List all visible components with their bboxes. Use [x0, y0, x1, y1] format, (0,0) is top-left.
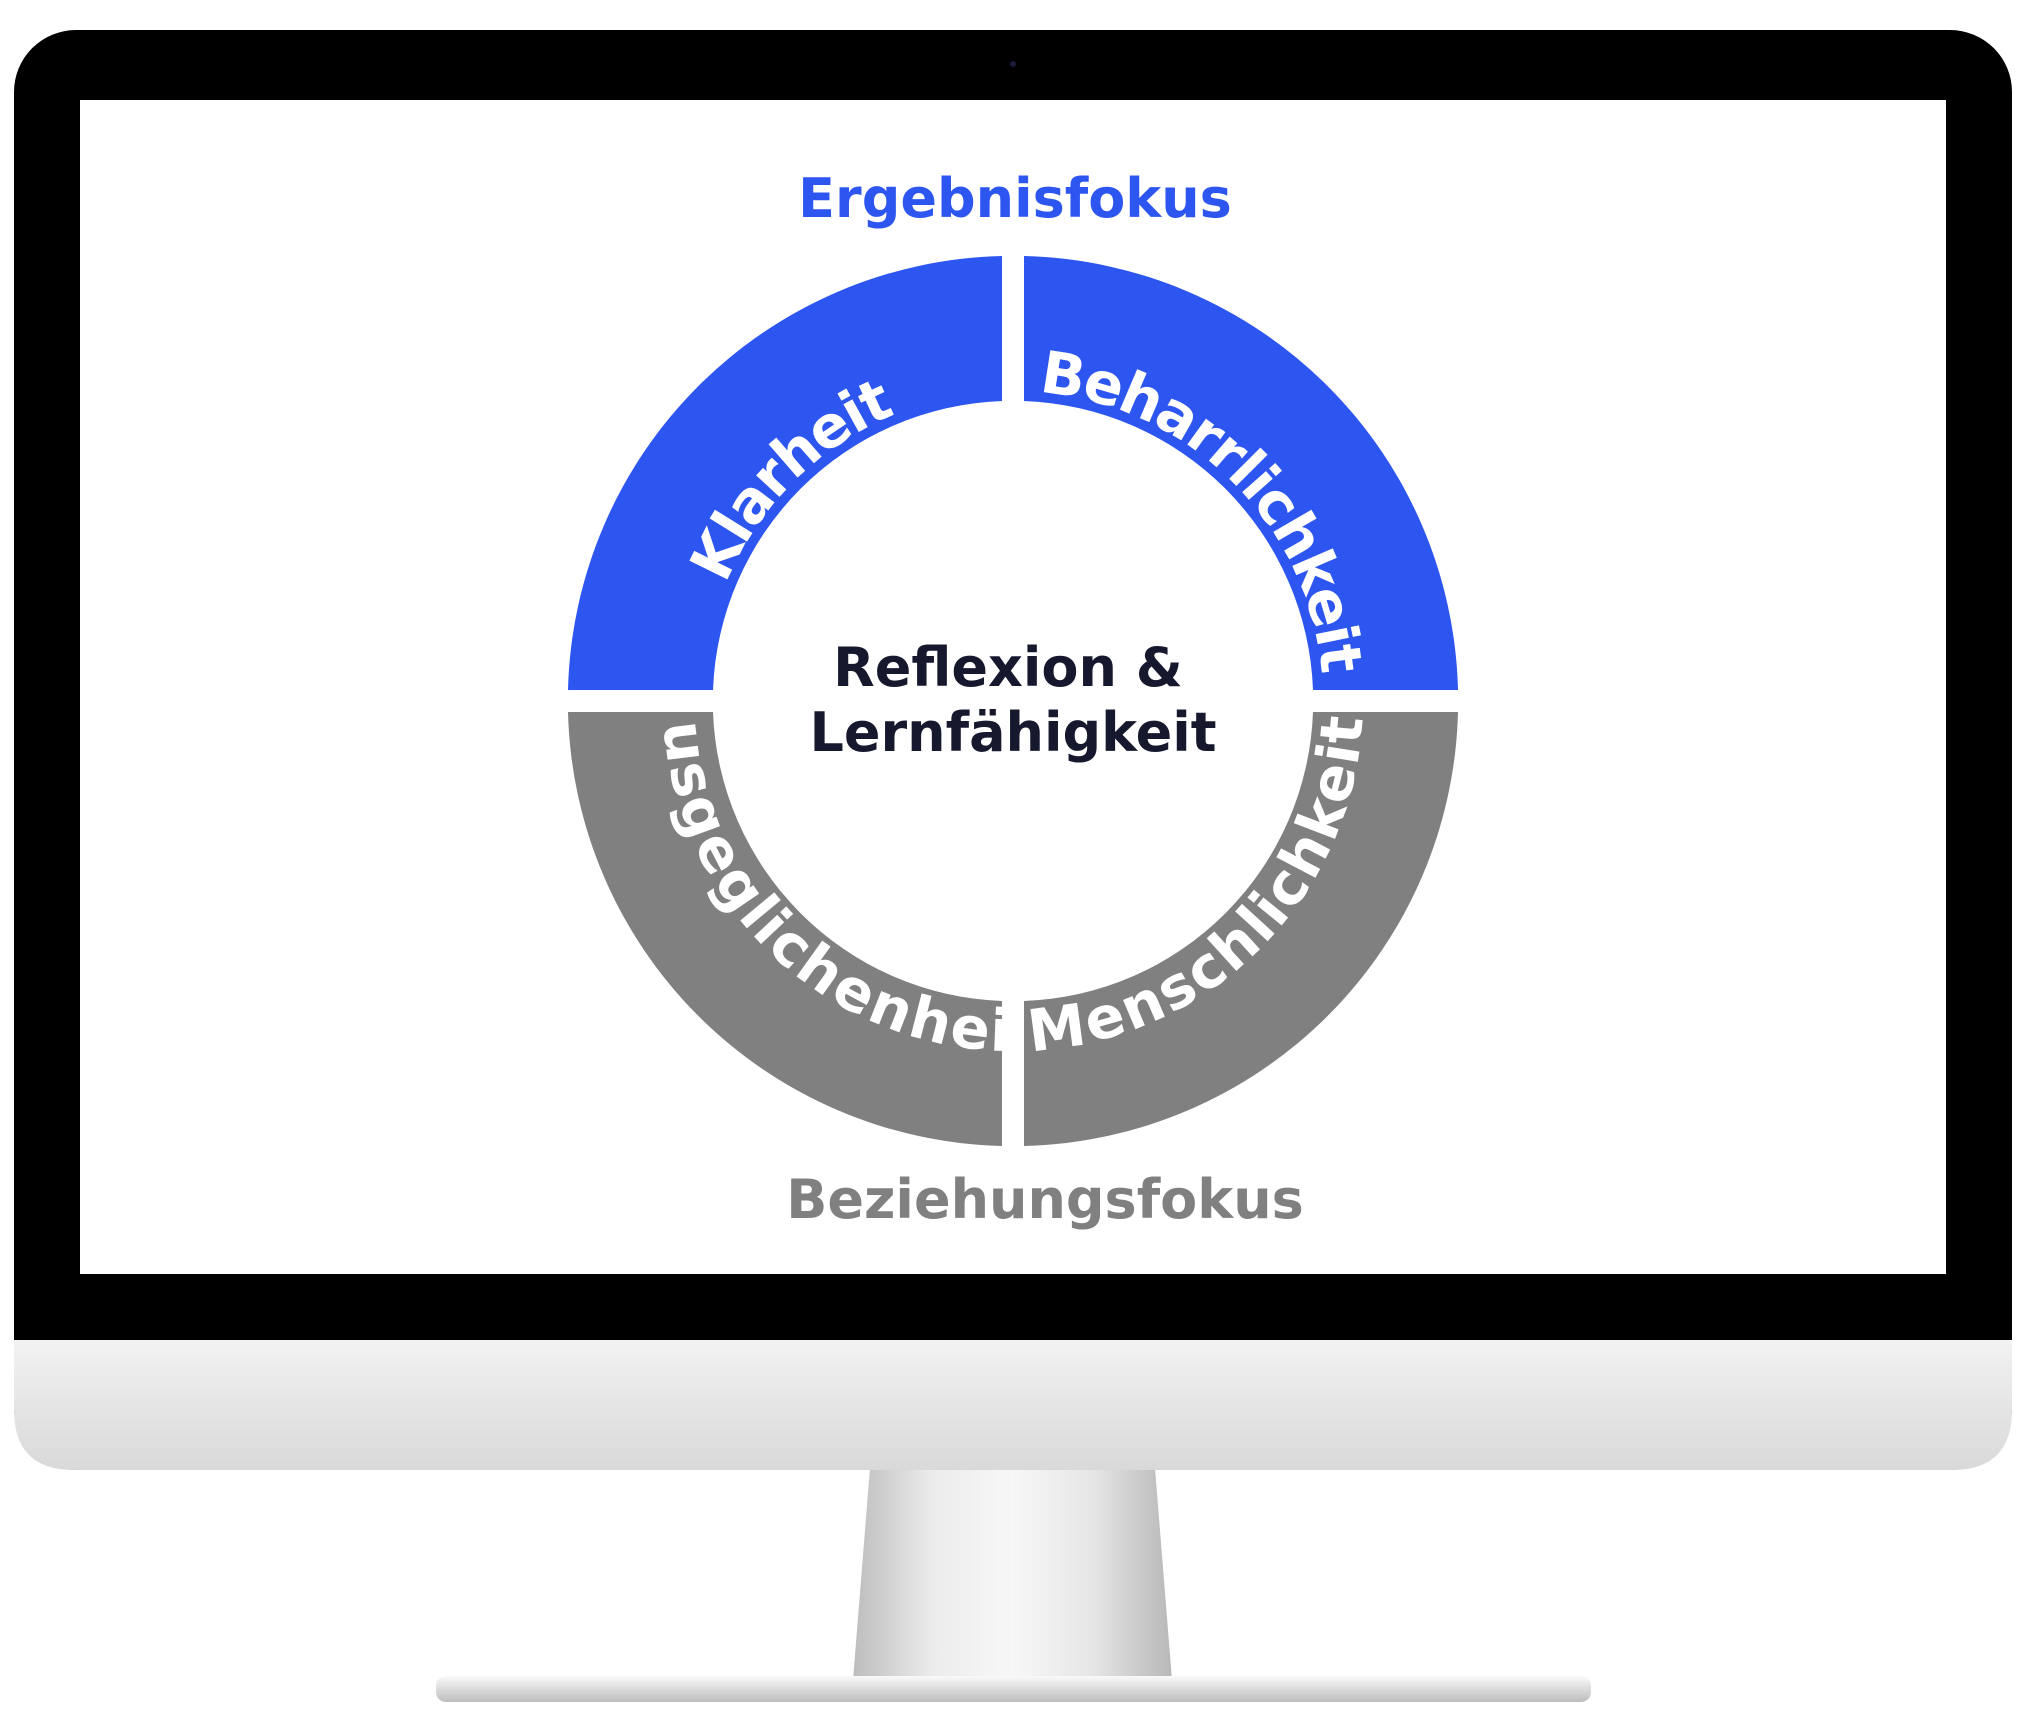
camera-icon	[1010, 61, 1016, 67]
heading-ergebnisfokus: Ergebnisfokus	[798, 167, 1232, 230]
monitor-chin	[14, 1340, 2012, 1470]
segment-klarheit	[568, 256, 1002, 690]
screen	[80, 100, 1946, 1274]
center-label-line2: Lernfähigkeit	[809, 701, 1216, 764]
ring-diagram	[568, 256, 1458, 1146]
stand-base	[436, 1676, 1591, 1702]
segment-ausgeglichenheit	[568, 712, 1002, 1146]
stand-neck	[853, 1468, 1172, 1680]
segment-beharrlichkeit	[1024, 256, 1458, 690]
center-label-line1: Reflexion &	[833, 636, 1183, 699]
heading-beziehungsfokus: Beziehungsfokus	[786, 1168, 1304, 1231]
segment-menschlichkeit	[1024, 712, 1458, 1146]
